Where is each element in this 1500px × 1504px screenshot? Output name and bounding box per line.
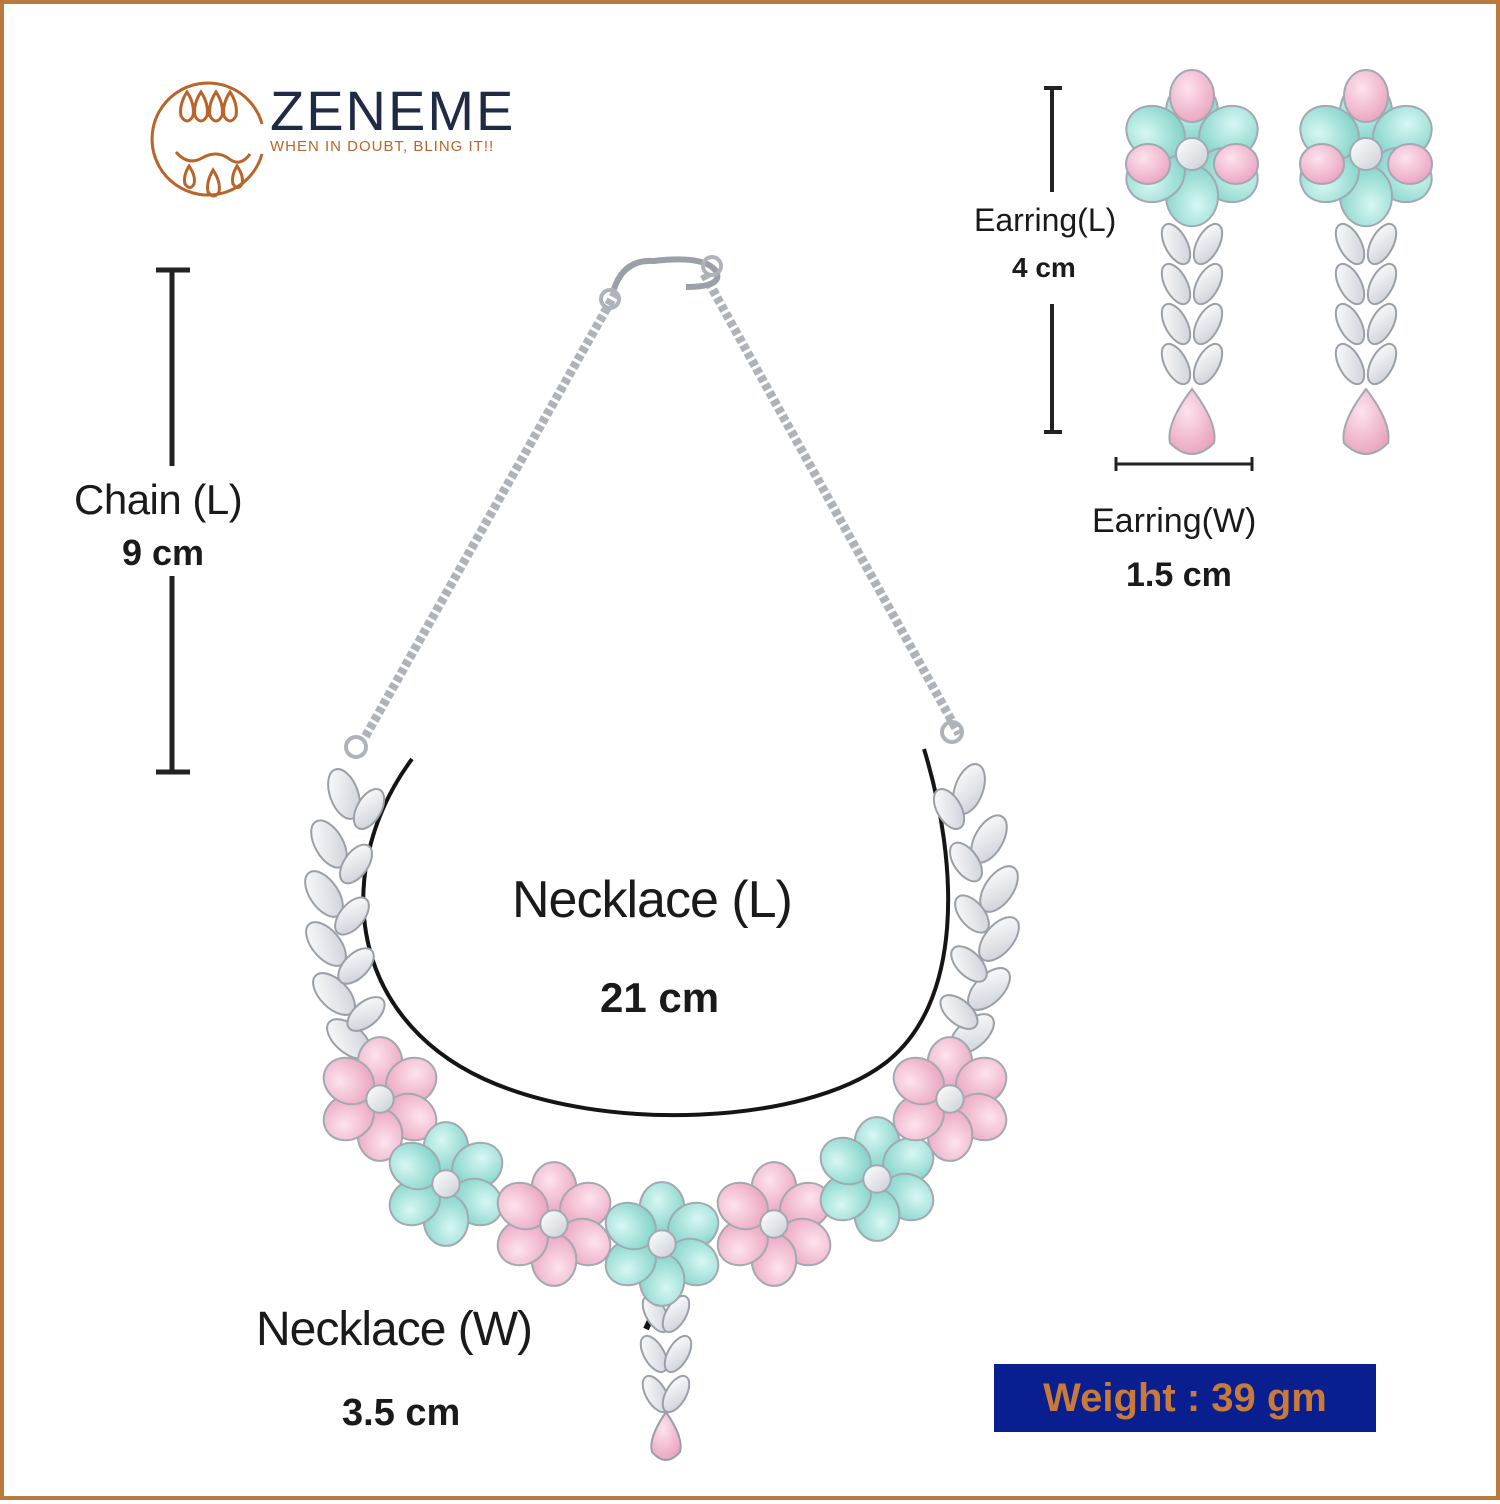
earring-length-value: 4 cm [1012, 252, 1076, 283]
brand-name: ZENEME [270, 79, 516, 142]
brand-tagline: WHEN IN DOUBT, BLING IT!! [270, 138, 495, 155]
earring-width-label: Earring(W) [1092, 502, 1257, 540]
chain-length-label: Chain (L) [74, 476, 243, 523]
jewelry-illustration [150, 69, 1433, 1461]
necklace-left-leaf-band [304, 768, 386, 1060]
flower-cluster [496, 1161, 612, 1287]
earring-length-label: Earring(L) [974, 202, 1117, 238]
flower-cluster [819, 1116, 935, 1242]
necklace-width-label: Necklace (W) [256, 1303, 533, 1356]
earring [1125, 69, 1259, 455]
chain-length-marker [156, 267, 190, 775]
weight-badge: Weight : 39 gm [994, 1364, 1376, 1432]
brand-logo-icon [150, 81, 264, 198]
necklace-length-value: 21 cm [600, 974, 720, 1021]
earring-width-marker [1114, 457, 1254, 471]
necklace-width-value: 3.5 cm [342, 1392, 461, 1434]
necklace-length-arc [361, 748, 951, 1118]
flower-cluster [388, 1121, 504, 1247]
flower-cluster [322, 1036, 438, 1162]
earring [1299, 69, 1433, 455]
necklace-length-label: Necklace (L) [512, 871, 793, 929]
necklace-pendant [639, 1294, 693, 1461]
earring-pair [1125, 69, 1433, 455]
flower-cluster [604, 1181, 720, 1307]
necklace-flower-clusters [322, 1036, 1008, 1307]
flower-cluster [716, 1161, 832, 1287]
flower-cluster [892, 1036, 1008, 1162]
necklace-right-leaf-band [932, 763, 1020, 1055]
chain-length-value: 9 cm [122, 532, 205, 573]
weight-text: Weight : 39 gm [1043, 1375, 1327, 1420]
necklace-chain [344, 255, 964, 759]
earring-width-value: 1.5 cm [1126, 556, 1232, 594]
earring-length-marker [1044, 86, 1062, 434]
